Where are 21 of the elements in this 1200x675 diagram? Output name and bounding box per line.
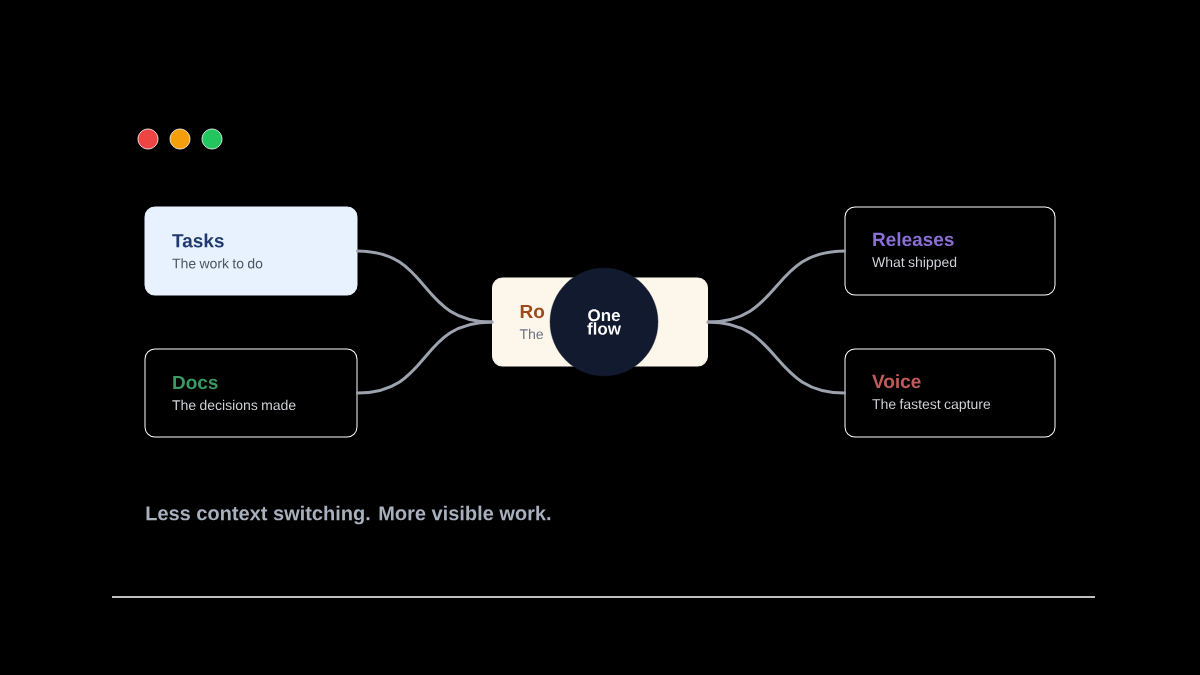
card-subtitle: The — [519, 328, 543, 340]
card-subtitle: What shipped — [872, 256, 957, 270]
card-subtitle: The work to do — [172, 258, 263, 269]
card-title: Docs — [173, 375, 218, 390]
topic-card — [844, 206, 1056, 296]
connector — [706, 249, 846, 324]
connector — [356, 249, 494, 324]
topic-card — [844, 348, 1056, 438]
card-title: Tasks — [172, 233, 224, 248]
hub-circle — [549, 267, 659, 377]
card-title: Releases — [873, 232, 954, 247]
connector — [706, 320, 846, 395]
hub-label: One flow — [587, 309, 622, 335]
card-subtitle: The decisions made — [172, 399, 296, 411]
card-subtitle: The fastest capture — [872, 398, 991, 412]
tagline: Less context switching. More visible work. — [146, 505, 551, 525]
connector — [356, 320, 494, 395]
card-title: Ro — [520, 304, 545, 319]
topic-card — [144, 348, 358, 438]
topic-card — [144, 206, 358, 296]
card-title: Voice — [872, 374, 921, 389]
